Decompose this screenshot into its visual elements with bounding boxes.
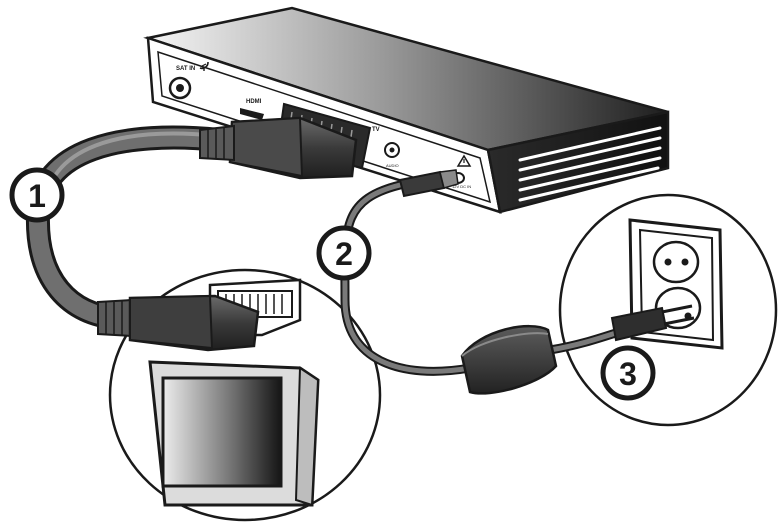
callout-1-label: 1 xyxy=(28,178,46,214)
hdmi-label: HDMI xyxy=(246,99,262,105)
sat-in-connector: SAT IN xyxy=(168,61,209,100)
audio-jack: AUDIO xyxy=(384,142,400,168)
tv-port-label: TV xyxy=(372,127,380,133)
warning-icon xyxy=(456,154,472,167)
scart-plug-tv xyxy=(97,294,260,352)
tv-icon xyxy=(148,360,320,507)
power-adapter xyxy=(460,324,558,395)
mains-plug xyxy=(610,304,695,342)
audio-label: AUDIO xyxy=(386,163,399,168)
power-label: 12V DC IN xyxy=(452,184,471,189)
scart-plug-receiver xyxy=(199,102,372,180)
callout-3: 3 xyxy=(600,345,656,401)
vent-slots xyxy=(518,126,662,202)
dc-power-plug xyxy=(398,169,459,198)
callout-1: 1 xyxy=(9,167,65,223)
sat-in-label: SAT IN xyxy=(176,66,195,72)
satellite-dish-icon xyxy=(199,61,209,71)
callout-3-label: 3 xyxy=(619,356,637,392)
hdmi-port: HDMI xyxy=(240,99,264,120)
callout-2: 2 xyxy=(316,225,372,281)
callout-2-label: 2 xyxy=(335,236,353,272)
